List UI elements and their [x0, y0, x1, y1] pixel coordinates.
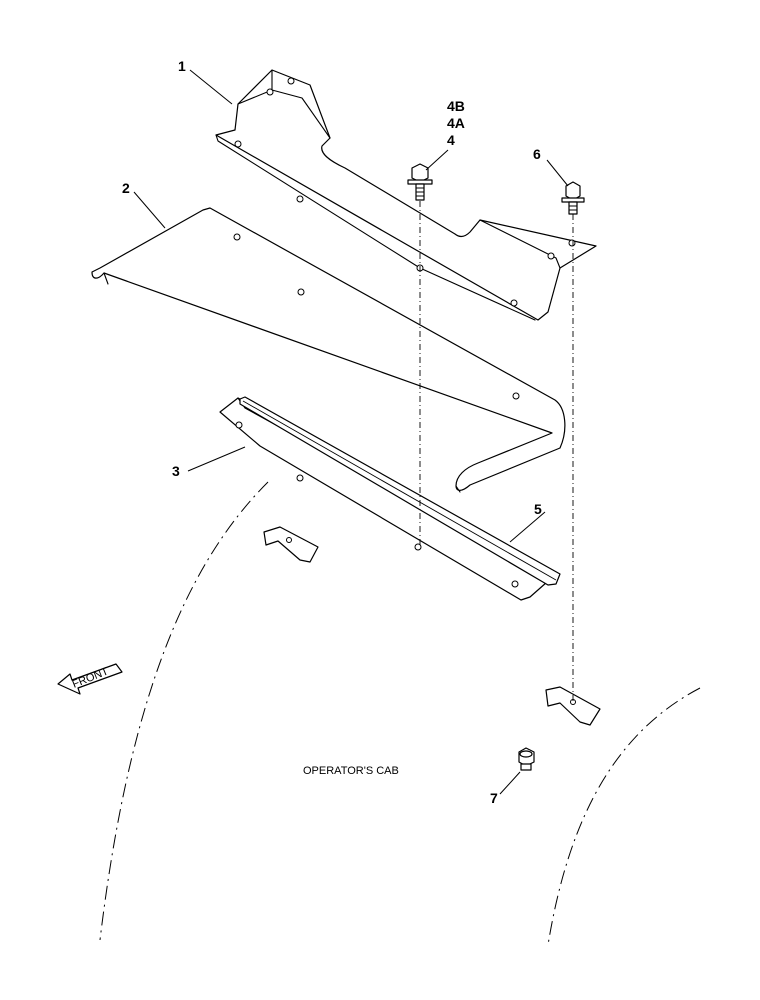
callout-5: 5 [534, 501, 542, 517]
part-1-upper-bracket[interactable] [215, 69, 597, 321]
part-2-cover-plate[interactable] [91, 207, 566, 493]
cab-clip-left [263, 526, 319, 563]
cab-clip-right [545, 686, 601, 726]
callout-4b: 4B [447, 98, 465, 114]
front-direction-arrow: FRONT [57, 663, 123, 695]
part-6-bolt[interactable] [561, 181, 585, 215]
callout-4: 4 [447, 132, 455, 148]
callout-2: 2 [122, 180, 130, 196]
leader-lines [133, 69, 569, 795]
fastener-centerlines [419, 188, 574, 702]
callout-6: 6 [533, 146, 541, 162]
part-3-rail-bracket[interactable] [219, 397, 556, 601]
operator-cab-outline [99, 481, 701, 946]
part-5-seal-strip[interactable] [239, 396, 561, 586]
callout-7: 7 [490, 790, 498, 806]
part-4-bolt[interactable] [407, 163, 433, 201]
operator-cab-label: OPERATOR'S CAB [303, 765, 399, 777]
callout-1: 1 [178, 58, 186, 74]
part-7-nut[interactable] [518, 747, 535, 771]
callout-3: 3 [172, 463, 180, 479]
front-label: FRONT [71, 665, 111, 690]
callout-4a: 4A [447, 115, 465, 131]
